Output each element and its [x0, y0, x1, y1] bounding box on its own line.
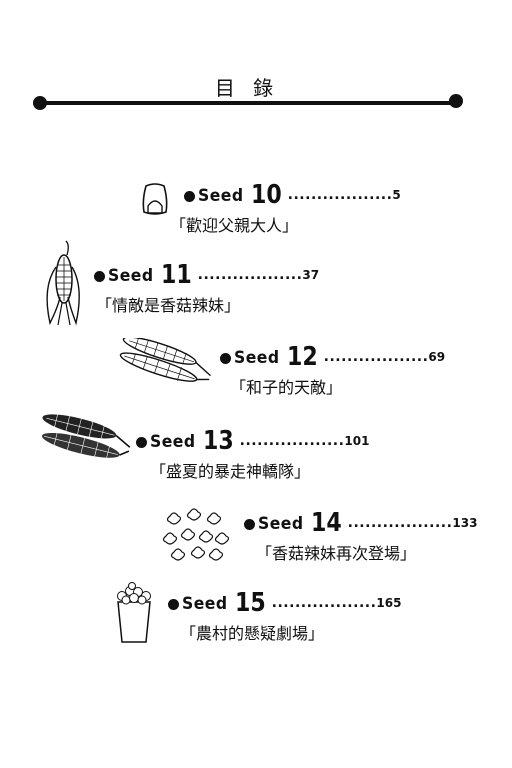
toc-entry-13[interactable]: Seed 13 .................. 101 「盛夏的暴走神轎隊… [136, 424, 369, 482]
chapter-subtitle: 「農村的懸疑劇場」 [180, 624, 325, 643]
dot-leader: .................. [197, 267, 303, 283]
chapter-subtitle: 「盛夏的暴走神轎隊」 [150, 462, 311, 481]
seed-label: Seed [258, 514, 304, 534]
chapter-subtitle: 「香菇辣妹再次登場」 [256, 544, 417, 563]
seed-label: Seed [234, 348, 280, 368]
seed-label: Seed [108, 266, 154, 286]
bullet-icon [168, 599, 179, 610]
page-number: 133 [452, 516, 478, 530]
rule-right-dot [449, 94, 463, 108]
chapter-number: 12 [287, 342, 319, 372]
title-divider [40, 101, 456, 105]
toc-entry-10[interactable]: Seed 10 .................. 5 「歡迎父親大人」 [170, 178, 401, 236]
seed-label: Seed [150, 432, 196, 452]
page-number: 69 [428, 350, 446, 364]
bullet-icon [244, 519, 255, 530]
toc-entry-15[interactable]: Seed 15 .................. 165 「農村的懸疑劇場」 [168, 586, 401, 644]
page-title: 目 錄 [214, 76, 280, 100]
bullet-icon [94, 271, 105, 282]
popcorn-bag-icon [117, 582, 151, 643]
bullet-icon [136, 437, 147, 448]
bullet-icon [184, 191, 195, 202]
page-number: 101 [344, 434, 370, 448]
seed-label: Seed [198, 186, 244, 206]
page-number: 165 [376, 596, 402, 610]
dot-leader: .................. [239, 433, 345, 449]
dot-leader: .................. [271, 595, 377, 611]
toc-entry-11[interactable]: Seed 11 .................. 37 「情敵是香菇辣妹」 [94, 258, 319, 316]
dot-leader: .................. [287, 187, 393, 203]
chapter-number: 13 [203, 426, 235, 456]
chapter-number: 14 [311, 508, 343, 538]
dot-leader: .................. [323, 349, 429, 365]
bullet-icon [220, 353, 231, 364]
chapter-number: 11 [161, 260, 193, 290]
seed-label: Seed [182, 594, 228, 614]
toc-entry-14[interactable]: Seed 14 .................. 133 「香菇辣妹再次登場… [244, 506, 477, 564]
rice-ball-icon [142, 183, 168, 215]
chapter-number: 15 [235, 588, 267, 618]
chapter-subtitle: 「情敵是香菇辣妹」 [96, 296, 241, 315]
page-number: 37 [302, 268, 320, 282]
two-corn-icon [119, 338, 211, 382]
popcorn-kernels-icon [162, 508, 230, 561]
corn-cob-icon [46, 240, 80, 326]
dot-leader: .................. [347, 515, 453, 531]
chapter-number: 10 [251, 180, 283, 210]
toc-entry-12[interactable]: Seed 12 .................. 69 「和子的天敵」 [220, 340, 445, 398]
page-number: 5 [392, 188, 401, 202]
chapter-subtitle: 「和子的天敵」 [230, 378, 343, 397]
dark-corn-icon [41, 413, 131, 460]
chapter-subtitle: 「歡迎父親大人」 [170, 216, 299, 235]
